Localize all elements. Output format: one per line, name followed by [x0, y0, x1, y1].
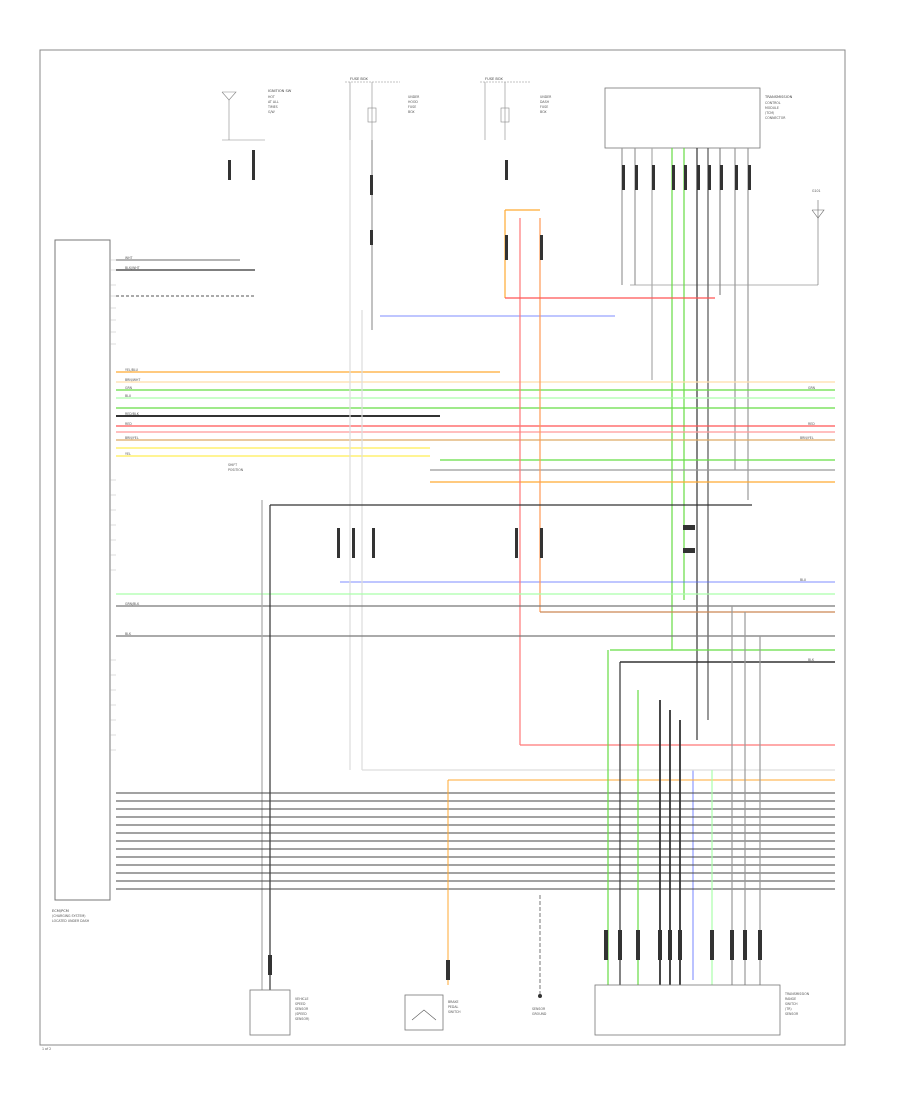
- fuse-a-l2: HOOD: [408, 100, 418, 104]
- sens-right-l3: (TR): [785, 1007, 792, 1011]
- sens-mid-label: BRAKE: [448, 1000, 459, 1004]
- tcm-drop-wires: [621, 148, 749, 740]
- tcm-l3: (TCM): [765, 111, 774, 115]
- ecm-sub: (CHARGING SYSTEM): [52, 914, 86, 918]
- bus-wires: [116, 259, 835, 483]
- sens-gnd-label: SENSOR: [532, 1007, 546, 1011]
- sens-mid-l1: PEDAL: [448, 1005, 459, 1009]
- ecm-label: ECM/PCM: [52, 909, 69, 913]
- wire-label-3: YEL/BLU: [125, 368, 139, 372]
- sens-right-label: TRANSMISSION: [784, 992, 810, 996]
- ecm-sub2: LOCATED UNDER DASH: [52, 919, 90, 923]
- tcm-label: TRANSMISSION: [764, 95, 793, 99]
- sens-right-l2: SWITCH: [785, 1002, 798, 1006]
- wire-label-5: GRN: [125, 386, 133, 390]
- ecm-box: [54, 239, 111, 901]
- switch-a-label: IGNITION SW: [268, 89, 292, 93]
- blue-wires: [340, 315, 835, 980]
- sens-left-l3: (SPEED: [295, 1012, 307, 1016]
- sens-mid-l2: SWITCH: [448, 1010, 461, 1014]
- switch-a-symbol: [221, 91, 265, 141]
- sens-right-l4: SENSOR: [785, 1012, 799, 1016]
- diagram-frame: [39, 49, 846, 1046]
- sens-left-l4: SENSOR): [295, 1017, 309, 1021]
- wire-label-r1: GRN: [808, 386, 816, 390]
- fuse-a-l1: UNDER: [408, 95, 420, 99]
- wire-label-4: BRN/WHT: [125, 378, 140, 382]
- right-vertical-bundle: [607, 606, 761, 985]
- sens-gnd-l1: GROUND: [532, 1012, 547, 1016]
- wire-label-8: RED: [125, 422, 132, 426]
- switch-a-l3: TIMES: [267, 105, 278, 109]
- sens-left-l1: SPEED: [295, 1002, 306, 1006]
- fuse-b-symbol: [480, 81, 530, 140]
- wire-label-12: BLK: [125, 632, 132, 636]
- wire-label-1: WHT: [125, 256, 133, 260]
- wire-label-r3: BRN/YEL: [800, 436, 814, 440]
- wire-label-r2: RED: [808, 422, 815, 426]
- switch-a-l2: AT ALL: [268, 100, 279, 104]
- mid-sub: POSITION: [228, 468, 244, 472]
- mid-label: SHIFT: [228, 463, 237, 467]
- connector-stubs: [228, 150, 762, 980]
- sens-left-l2: SENSOR: [295, 1007, 309, 1011]
- tcm-l2: MODULE: [765, 106, 779, 110]
- fuse-b-l4: BOX: [540, 110, 547, 114]
- fuse-a-symbol: [345, 81, 400, 140]
- footer-code: 1 of 2: [42, 1047, 51, 1051]
- wire-label-r4: BLU: [800, 578, 807, 582]
- fuse-a-l4: BOX: [408, 110, 415, 114]
- sens-mid-box: [404, 994, 444, 1031]
- tcm-l1: CONTROL: [765, 101, 781, 105]
- wire-label-6: BLU: [125, 394, 132, 398]
- fuse-b-label: FUSE BOX: [485, 77, 503, 81]
- fuse-b-l1: UNDER: [540, 95, 552, 99]
- fuse-b-l2: DASH: [540, 100, 550, 104]
- ground-dot-icon: [538, 994, 542, 998]
- fuse-a-label: FUSE BOX: [350, 77, 368, 81]
- lower-wires: [116, 500, 835, 990]
- wire-label-r5: BLK: [808, 658, 815, 662]
- sens-right-l1: RANGE: [785, 997, 796, 1001]
- sens-left-box: [249, 989, 291, 1036]
- ground-label: G101: [812, 189, 821, 193]
- vertical-wires: [349, 140, 835, 771]
- sens-right-box: [594, 984, 781, 1036]
- wire-label-9: BRN/YEL: [125, 436, 139, 440]
- switch-a-l4: G/W: [268, 110, 276, 114]
- switch-icon: [411, 1009, 437, 1021]
- wire-label-11: GRN/BLK: [125, 602, 140, 606]
- ground-symbol-right: [630, 200, 825, 286]
- fuse-b-l3: FUSE: [540, 105, 548, 109]
- wire-label-10: YEL: [125, 452, 131, 456]
- tcm-box: [604, 87, 761, 149]
- sens-left-label: VEHICLE: [295, 997, 309, 1001]
- harness-wires: [116, 792, 835, 890]
- wire-label-7: RED/BLK: [125, 412, 140, 416]
- ecm-pin-ticks: [110, 259, 116, 751]
- switch-a-l1: HOT: [268, 95, 275, 99]
- wire-label-2: BLK/WHT: [125, 266, 140, 270]
- tcm-l4: CONNECTOR: [765, 116, 786, 120]
- fuse-a-l3: FUSE: [408, 105, 416, 109]
